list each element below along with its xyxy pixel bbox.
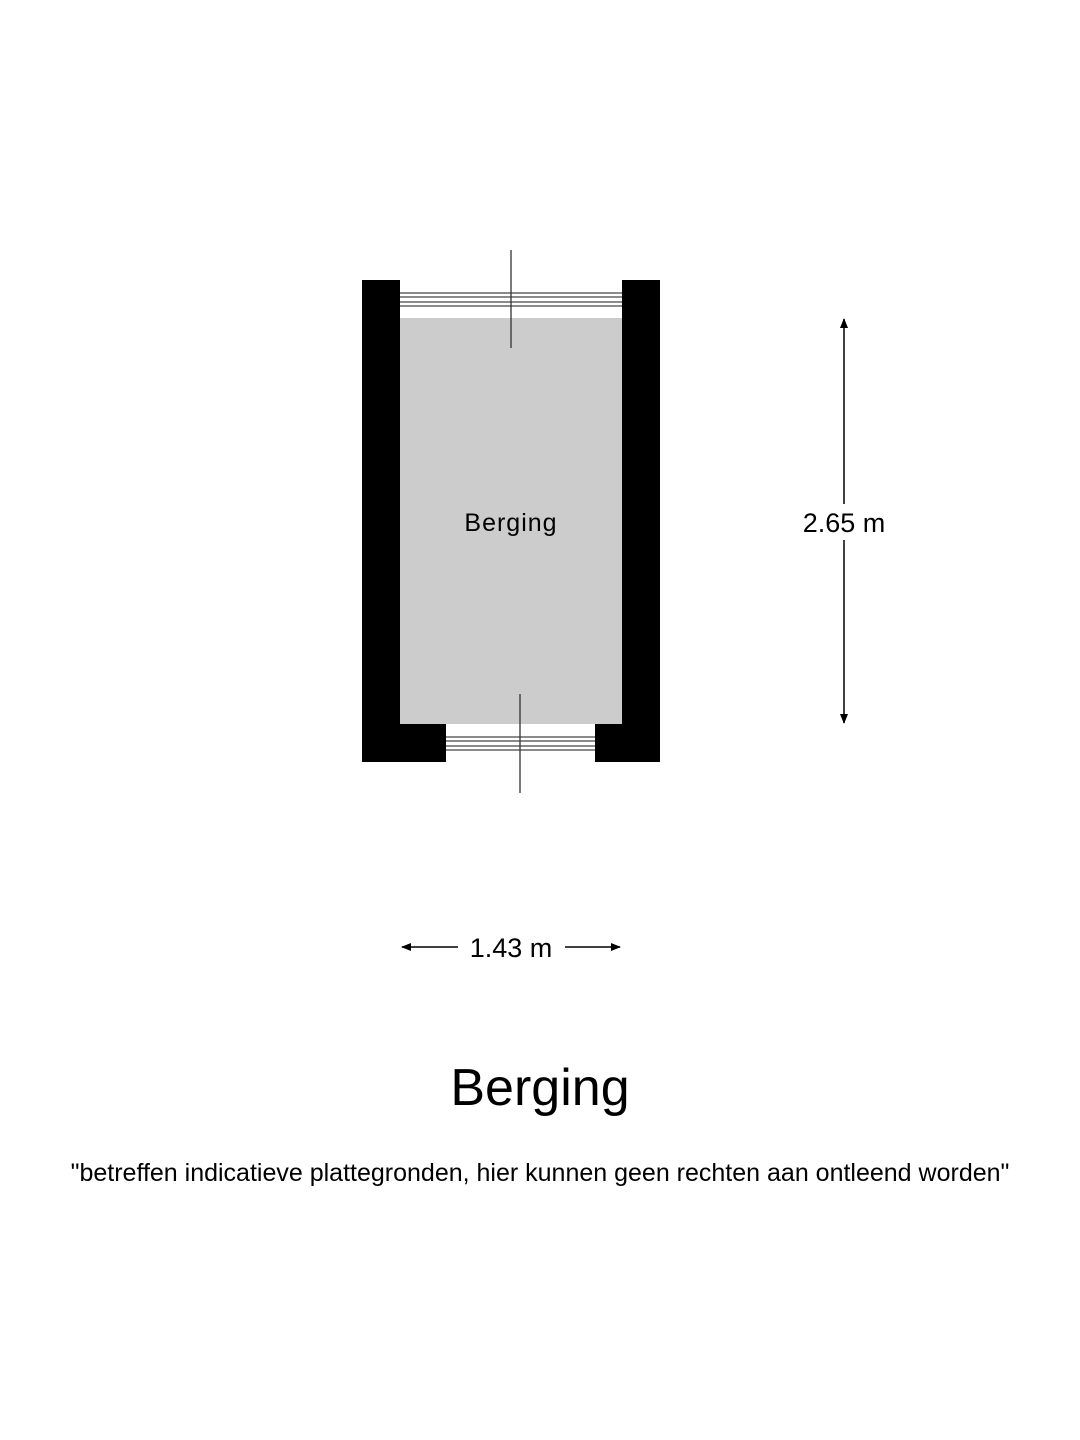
room-label: Berging — [464, 509, 557, 537]
plan-title: Berging — [450, 1059, 630, 1117]
height-dimension-label: 2.65 m — [803, 508, 886, 538]
room-floor — [400, 318, 622, 724]
wall-bottom-right — [595, 724, 660, 762]
width-dimension-label: 1.43 m — [470, 933, 553, 963]
wall-left — [362, 280, 400, 762]
wall-right — [622, 280, 660, 762]
disclaimer-text: "betreffen indicatieve plattegronden, hi… — [70, 1159, 1010, 1187]
wall-bottom-left — [362, 724, 446, 762]
